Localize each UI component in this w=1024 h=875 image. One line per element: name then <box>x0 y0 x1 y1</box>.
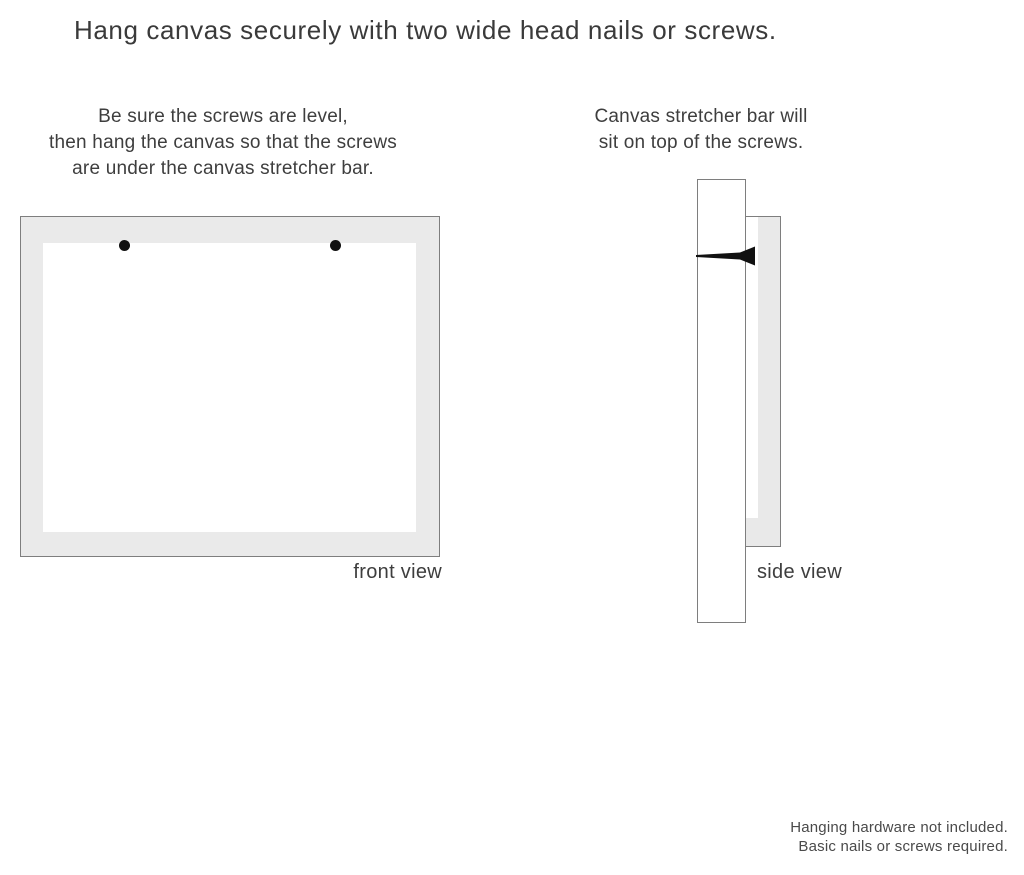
hardware-note: Hanging hardware not included. Basic nai… <box>790 819 1008 856</box>
screw-dot-left-icon <box>119 240 130 251</box>
side-view-canvas-edge <box>745 216 781 547</box>
hardware-note-line: Basic nails or screws required. <box>798 837 1008 855</box>
side-view-canvas-gap <box>746 217 758 518</box>
front-view-label: front view <box>353 561 442 583</box>
instruction-line: Canvas stretcher bar will <box>594 106 808 127</box>
instruction-line: sit on top of the screws. <box>598 132 804 153</box>
side-view-instructions: Canvas stretcher bar will sit on top of … <box>551 104 851 156</box>
instruction-line: Be sure the screws are level, <box>98 106 348 127</box>
hardware-note-line: Hanging hardware not included. <box>790 819 1008 836</box>
front-view-canvas-frame <box>20 216 440 557</box>
nail-icon <box>696 246 755 266</box>
front-view-canvas-face <box>43 243 416 532</box>
instruction-line: are under the canvas stretcher bar. <box>72 158 374 179</box>
front-view-instructions: Be sure the screws are level, then hang … <box>23 104 423 182</box>
screw-dot-right-icon <box>330 240 341 251</box>
side-view-label: side view <box>757 561 842 583</box>
instruction-line: then hang the canvas so that the screws <box>49 132 397 153</box>
page-title: Hang canvas securely with two wide head … <box>74 15 777 45</box>
